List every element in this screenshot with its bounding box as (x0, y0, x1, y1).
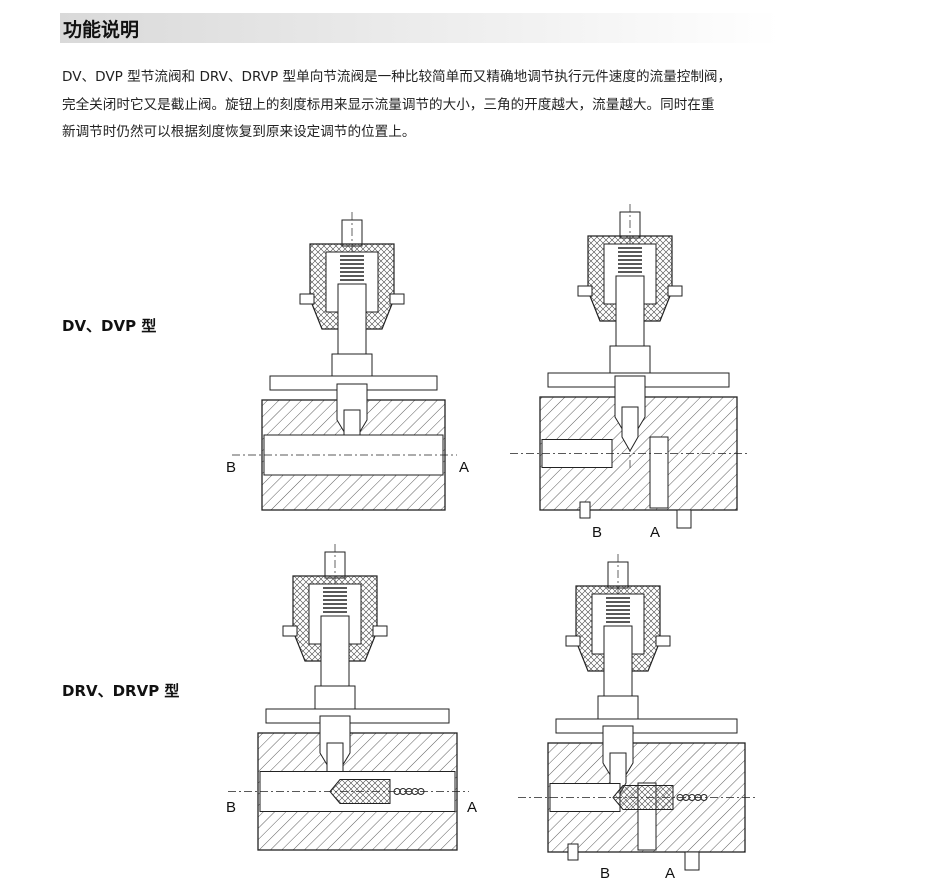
bonnet (615, 275, 645, 347)
dv-dvp-type-label: DV、DVP 型 (62, 317, 157, 335)
port-stub (579, 501, 591, 519)
description-line: DV、DVP 型节流阀和 DRV、DRVP 型单向节流阀是一种比较简单而又精确地… (62, 69, 732, 85)
port-a-label: A (459, 459, 469, 476)
bonnet (603, 625, 633, 697)
check-spring (700, 794, 708, 801)
port-stub (684, 851, 700, 871)
lock-screw (389, 293, 405, 305)
description-paragraph: DV、DVP 型节流阀和 DRV、DRVP 型单向节流阀是一种比较简单而又精确地… (62, 64, 862, 147)
mounting-plate (555, 718, 738, 734)
section-title: 功能说明 (63, 19, 140, 41)
port-a-label: A (467, 799, 477, 816)
port-b-label: B (226, 459, 236, 476)
flow-passage (649, 436, 669, 509)
lock-screw (299, 293, 315, 305)
mounting-plate (265, 708, 450, 724)
needle (621, 406, 639, 453)
lock-screw (577, 285, 593, 297)
check-poppet (329, 779, 391, 804)
drv-drvp-type-label: DRV、DRVP 型 (62, 682, 180, 700)
bonnet (337, 283, 367, 355)
lock-screw (667, 285, 683, 297)
port-b-label: B (226, 799, 236, 816)
description-line: 完全关闭时它又是截止阀。旋钮上的刻度标用来显示流量调节的大小，三角的开度越大，流… (62, 96, 715, 113)
flow-passage (263, 434, 444, 476)
port-a-label: A (665, 865, 675, 882)
port-stub (567, 843, 579, 861)
port-stub (676, 509, 692, 529)
nut (609, 345, 651, 377)
check-poppet (612, 785, 674, 810)
lock-screw (282, 625, 298, 637)
port-b-label: B (592, 524, 602, 541)
bonnet (320, 615, 350, 687)
description-line: 新调节时仍然可以根据刻度恢复到原来设定调节的位置上。 (62, 124, 416, 140)
lock-screw (565, 635, 581, 647)
check-spring (417, 788, 425, 795)
port-b-label: B (600, 865, 610, 882)
mounting-plate (269, 375, 438, 391)
lock-screw (655, 635, 671, 647)
port-a-label: A (650, 524, 660, 541)
section-header: 功能说明 (60, 13, 780, 43)
lock-screw (372, 625, 388, 637)
